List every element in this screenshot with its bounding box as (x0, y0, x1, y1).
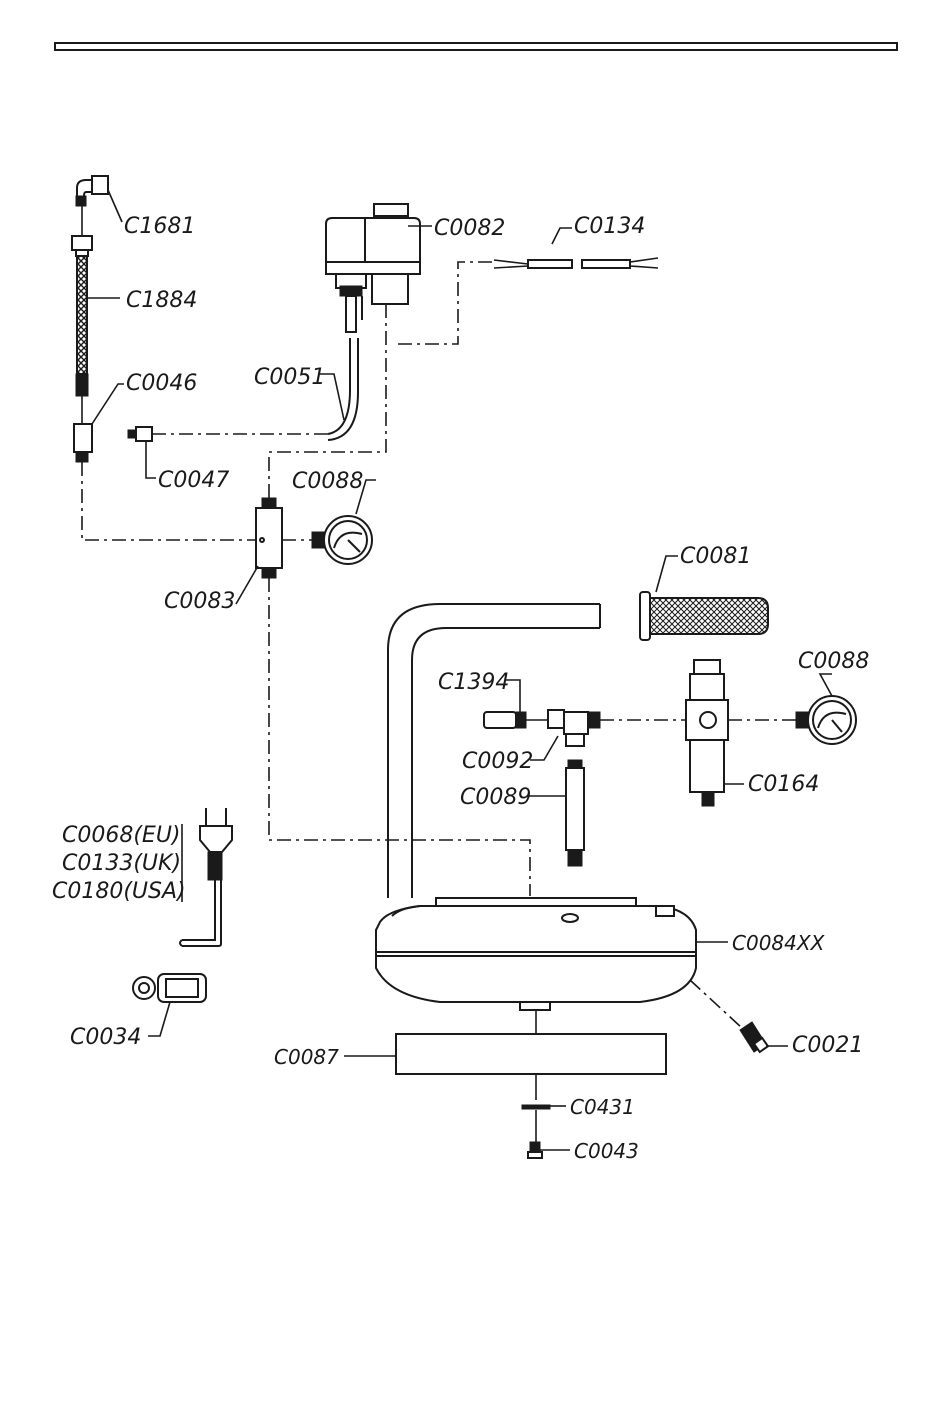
label-c0089: C0089 (460, 785, 531, 810)
capillary-tube-part (328, 338, 358, 440)
screw-part (528, 1142, 542, 1158)
pressure-gauge-right-part (796, 696, 856, 744)
label-c0047: C0047 (158, 468, 229, 493)
washer-part (522, 1105, 550, 1109)
safety-valve-part (566, 760, 584, 866)
quick-coupler-part (484, 712, 526, 728)
regulator-filter-part (686, 660, 728, 806)
label-c0087: C0087 (274, 1045, 339, 1069)
label-c0043: C0043 (574, 1139, 639, 1163)
power-plug-part (180, 808, 232, 946)
label-c0081: C0081 (680, 544, 751, 569)
label-c1681: C1681 (124, 214, 195, 239)
label-c0083: C0083 (164, 589, 235, 614)
label-c0051: C0051 (254, 365, 325, 390)
label-c0180: C0180(USA) (52, 879, 186, 904)
label-c0088-right: C0088 (798, 649, 869, 674)
label-c0021: C0021 (792, 1033, 863, 1058)
grip-part (640, 592, 768, 640)
drain-valve-part (740, 1022, 768, 1052)
header-rule (55, 43, 897, 50)
label-c0034: C0034 (70, 1025, 141, 1050)
label-c0082: C0082 (434, 216, 505, 241)
braided-hose-part (72, 236, 92, 396)
tee-fitting-part (74, 424, 92, 462)
label-c0092: C0092 (462, 749, 533, 774)
cable-part (494, 258, 658, 268)
label-c0084: C0084XX (732, 931, 826, 955)
label-c0088-top: C0088 (292, 469, 363, 494)
label-c1884: C1884 (126, 288, 197, 313)
pressure-gauge-top-part (312, 516, 372, 564)
pressure-switch-part (326, 204, 420, 332)
manifold-block-part (256, 498, 282, 578)
tank-part (376, 898, 696, 1010)
label-c0133: C0133(UK) (62, 851, 181, 876)
label-c0068: C0068(EU) (62, 823, 181, 848)
label-c0431: C0431 (570, 1095, 635, 1119)
small-connector-part (128, 427, 152, 441)
base-pad-part (396, 1034, 666, 1074)
label-c0164: C0164 (748, 772, 819, 797)
label-c1394: C1394 (438, 670, 509, 695)
label-c0134: C0134 (574, 214, 645, 239)
label-c0046: C0046 (126, 371, 197, 396)
elbow-fitting-part (76, 176, 108, 206)
key-tag-part (133, 974, 206, 1002)
